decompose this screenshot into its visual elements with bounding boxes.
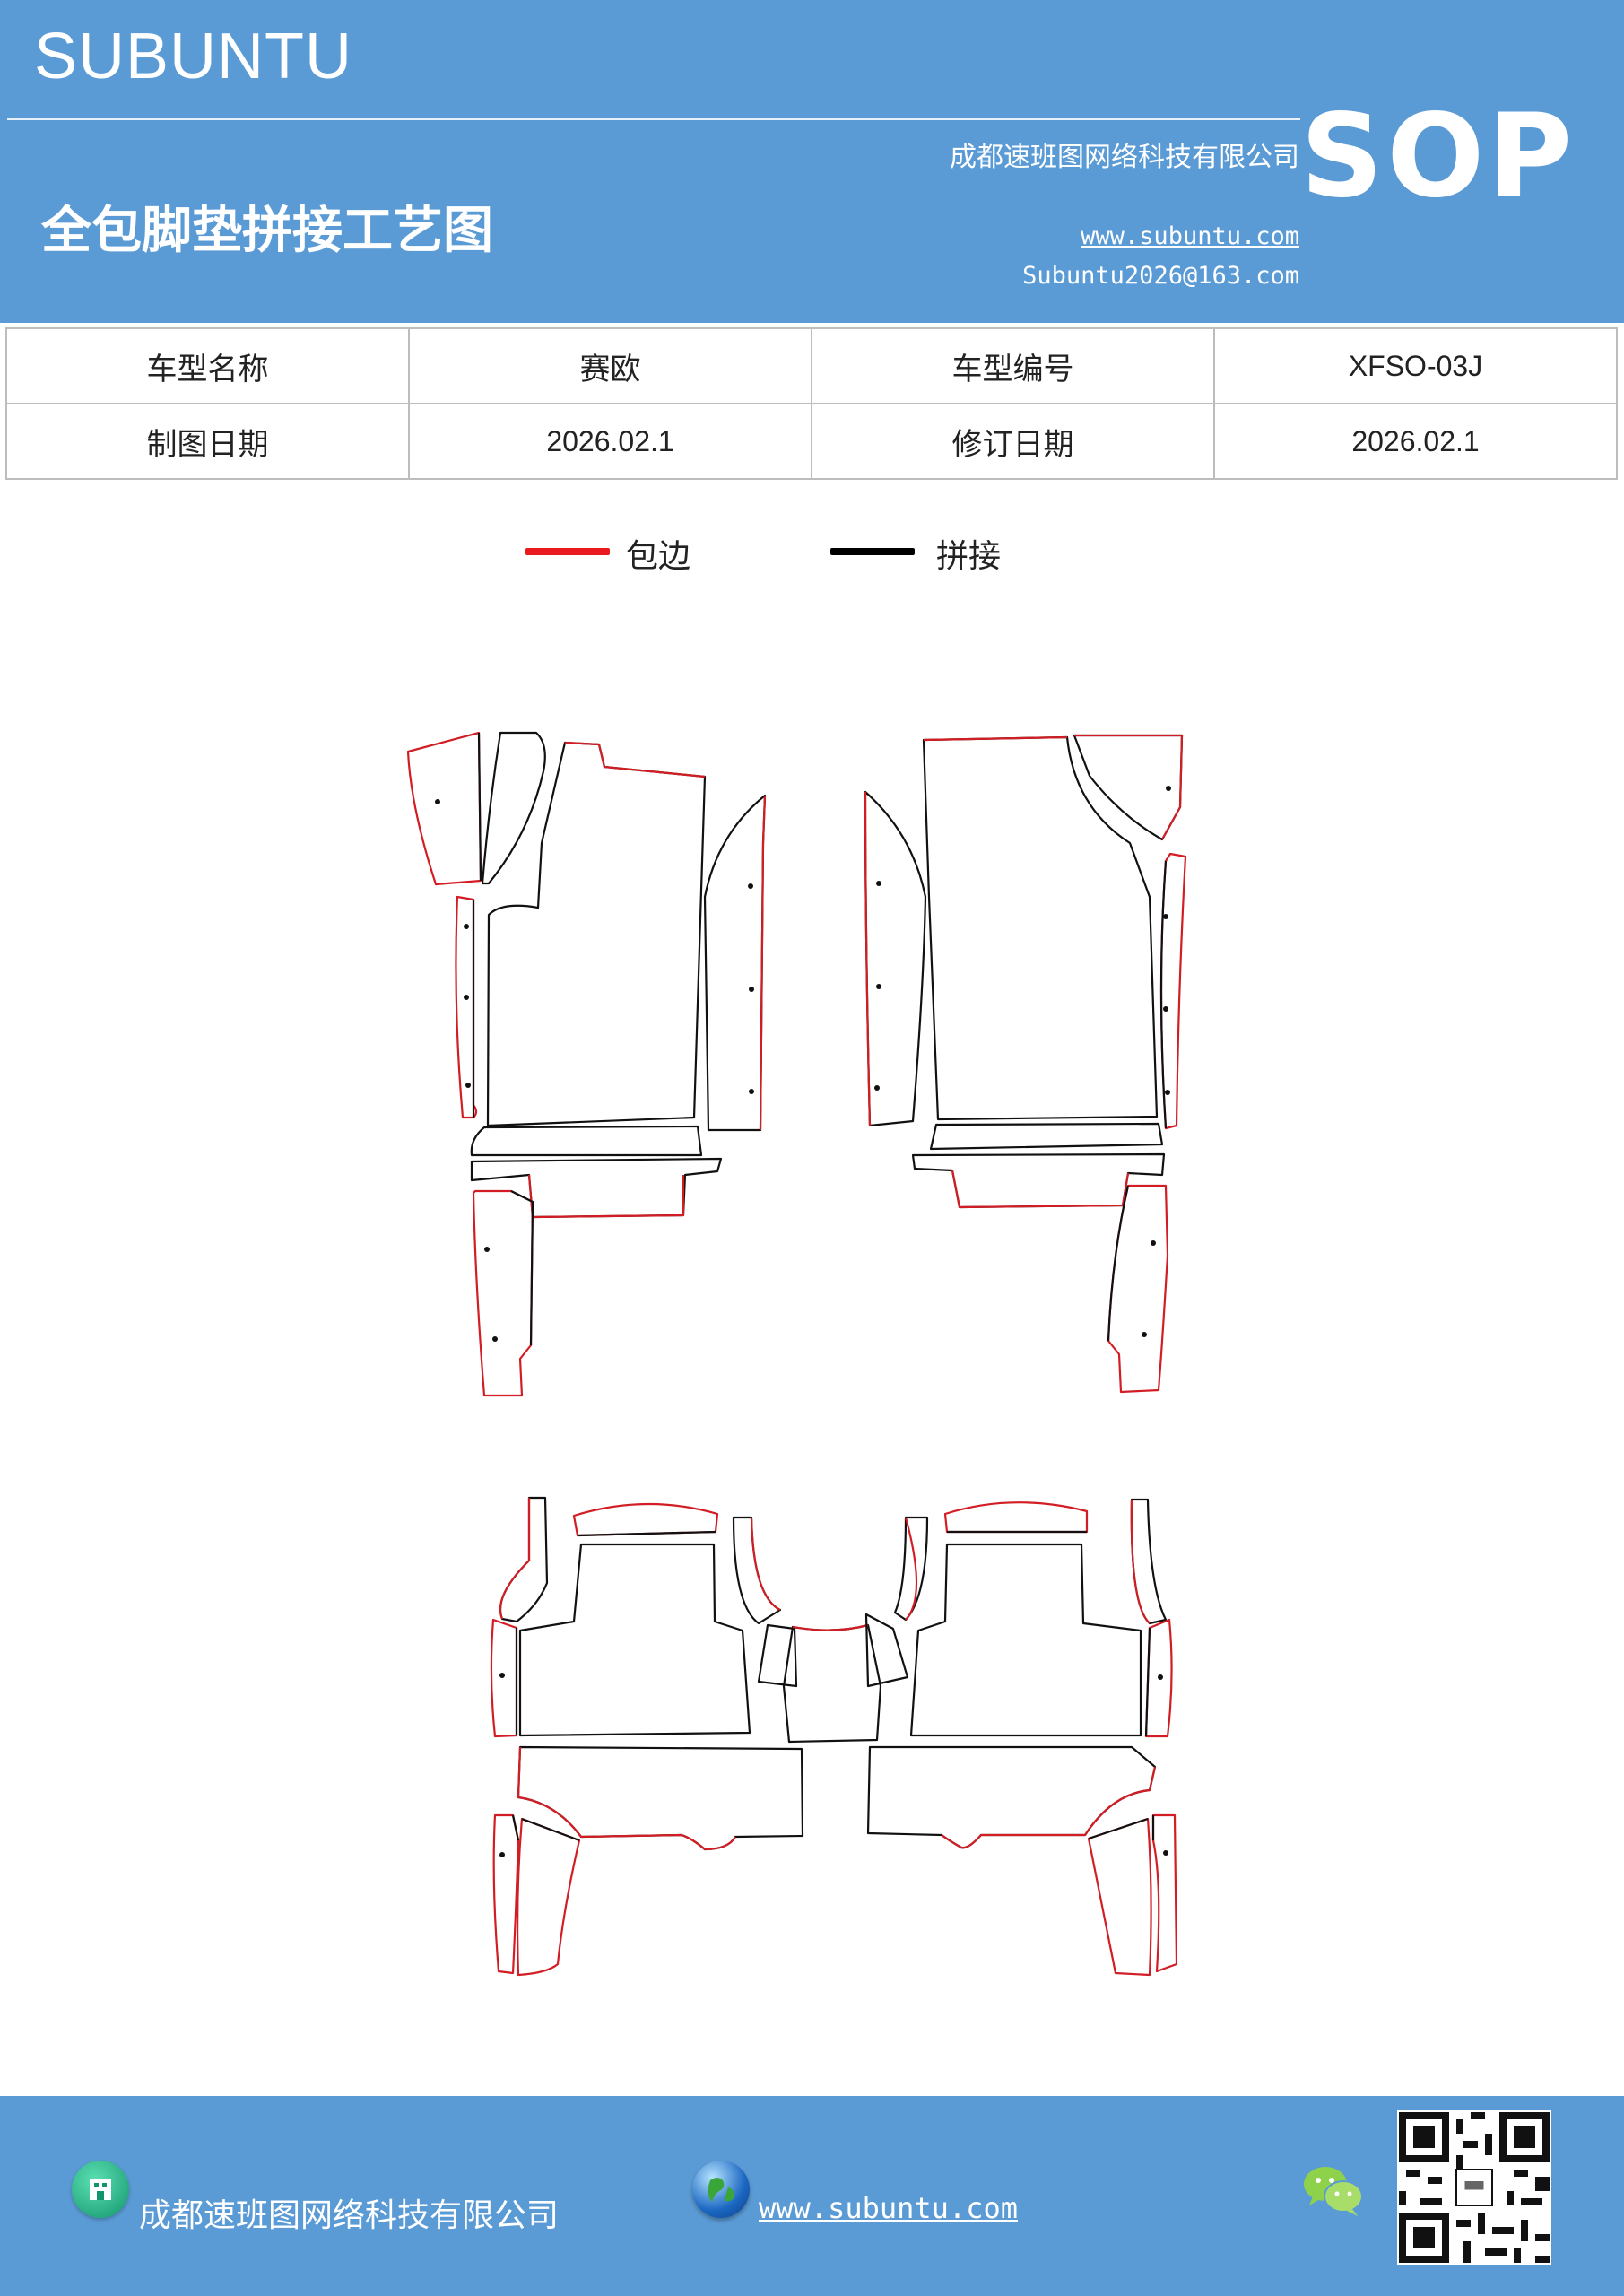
globe-icon	[692, 2161, 750, 2218]
revision-date-label: 修订日期	[811, 403, 1215, 480]
sop-badge: SOP	[1300, 90, 1576, 223]
model-name-label: 车型名称	[5, 327, 410, 404]
model-code-label: 车型编号	[811, 327, 1215, 404]
header-divider	[7, 118, 1300, 120]
drawing-date-value: 2026.02.1	[408, 403, 812, 480]
legend-swatch-binding	[525, 548, 610, 555]
website-link[interactable]: www.subuntu.com	[1081, 222, 1299, 250]
vehicle-info-table: 车型名称 赛欧 车型编号 XFSO-03J 制图日期 2026.02.1 修订日…	[5, 327, 1618, 480]
table-row: 制图日期 2026.02.1 修订日期 2026.02.1	[5, 403, 1618, 480]
rear-left-mat-group	[490, 1496, 882, 1977]
footer-website-link[interactable]: www.subuntu.com	[759, 2191, 1018, 2225]
page-title: 全包脚垫拼接工艺图	[41, 201, 493, 260]
legend-label-seam: 拼接	[936, 538, 1002, 575]
revision-date-value: 2026.02.1	[1213, 403, 1618, 480]
legend-label-binding: 包边	[626, 538, 691, 575]
qr-code	[1397, 2110, 1551, 2265]
rear-right-mat-group	[864, 1498, 1178, 1977]
table-row: 车型名称 赛欧 车型编号 XFSO-03J	[5, 327, 1618, 404]
contact-email: Subuntu2026@163.com	[1022, 262, 1299, 290]
company-name: 成都速班图网络科技有限公司	[950, 142, 1299, 173]
model-code-value: XFSO-03J	[1213, 327, 1618, 404]
footer-banner: 成都速班图网络科技有限公司 www.subuntu.com	[0, 2096, 1624, 2296]
wechat-icon[interactable]	[1302, 2162, 1365, 2218]
drawing-date-label: 制图日期	[5, 403, 410, 480]
brand-name: SUBUNTU	[34, 21, 353, 92]
front-left-mat-group	[406, 731, 767, 1397]
header-banner: SUBUNTU 成都速班图网络科技有限公司 全包脚垫拼接工艺图 www.subu…	[0, 0, 1624, 323]
model-name-value: 赛欧	[408, 327, 812, 404]
legend: 包边 拼接	[0, 525, 1624, 578]
building-icon	[72, 2161, 129, 2218]
legend-swatch-seam	[830, 548, 915, 555]
front-right-mat-group	[864, 734, 1187, 1394]
footer-company-name: 成都速班图网络科技有限公司	[139, 2197, 560, 2234]
